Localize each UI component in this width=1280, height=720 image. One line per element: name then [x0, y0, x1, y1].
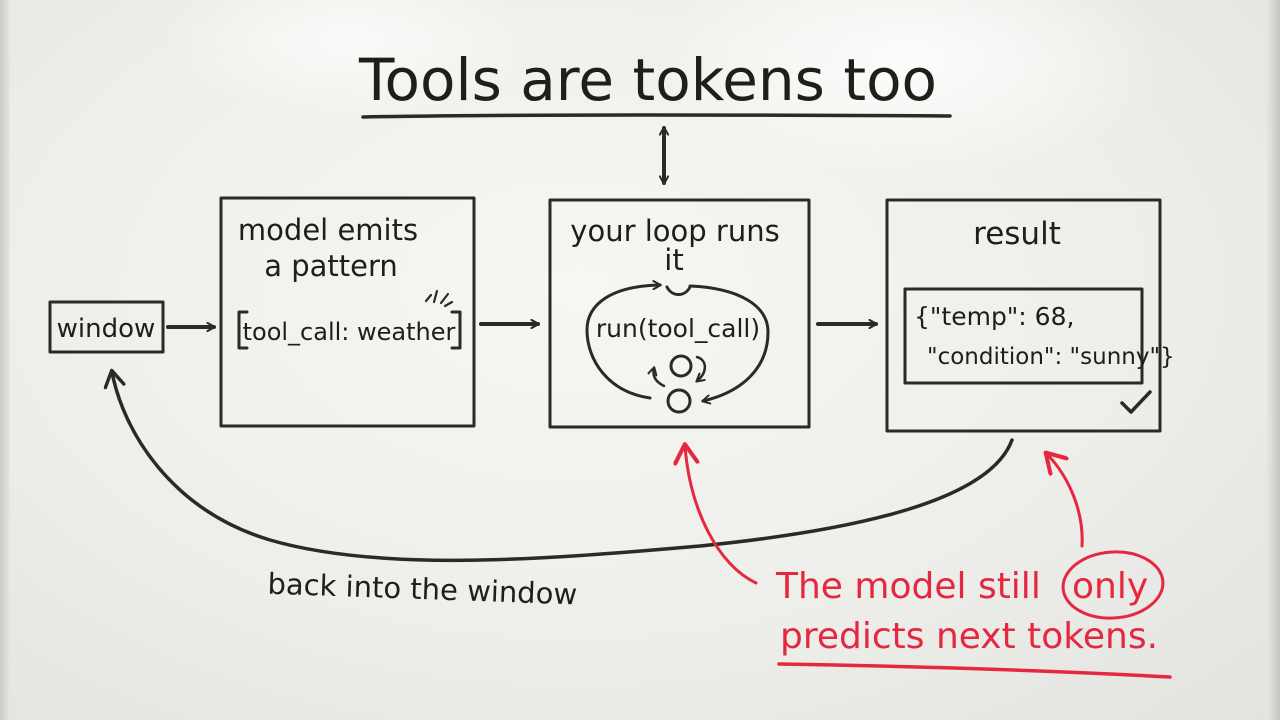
note-line1: The model still [775, 566, 1041, 607]
title-underline [361, 113, 952, 119]
emit-title-line2: a pattern [264, 249, 398, 283]
sparkle-icon [424, 289, 454, 308]
json-line2: "condition": "sunny"} [927, 344, 1175, 370]
loop-ring-bottom [688, 284, 770, 401]
box-loop-runs [548, 198, 811, 429]
cycle-arrow-icon [653, 368, 666, 388]
node-circle-icon [669, 354, 693, 378]
loop-title-line2: it [664, 243, 683, 277]
emit-title-line1: model emits [238, 213, 418, 247]
window-label: window [57, 314, 156, 344]
return-label: back into the window [267, 567, 578, 612]
json-line1: {"temp": 68, [914, 302, 1074, 331]
call-text: run(tool_call) [596, 314, 760, 343]
left-bracket-icon [237, 310, 249, 350]
return-arc [112, 372, 1014, 563]
loop-title-line1: your loop runs [570, 214, 779, 248]
right-bracket-icon [450, 310, 462, 350]
red-arrow-to-loop [685, 446, 758, 585]
loop-ring-top [585, 285, 660, 400]
board-frame-right [1266, 0, 1280, 720]
box-result [885, 198, 1162, 433]
note-line2: predicts next tokens. [780, 616, 1158, 657]
circle-highlight [1061, 550, 1165, 620]
node-circle-icon [666, 388, 692, 414]
pattern-text: tool_call: weather [243, 318, 456, 346]
result-json-box [903, 287, 1144, 385]
box-model-emits [219, 196, 476, 428]
window-box [48, 300, 165, 354]
board-frame-left [0, 0, 10, 720]
note-circled-word: only [1072, 566, 1148, 607]
title: Tools are tokens too [358, 46, 937, 114]
cycle-arrow-icon [697, 355, 707, 381]
red-arrow-to-result [1047, 454, 1084, 548]
result-title: result [973, 216, 1061, 252]
note-underline [777, 662, 1172, 679]
check-icon [1120, 390, 1152, 414]
loop-smile-icon [665, 285, 692, 296]
